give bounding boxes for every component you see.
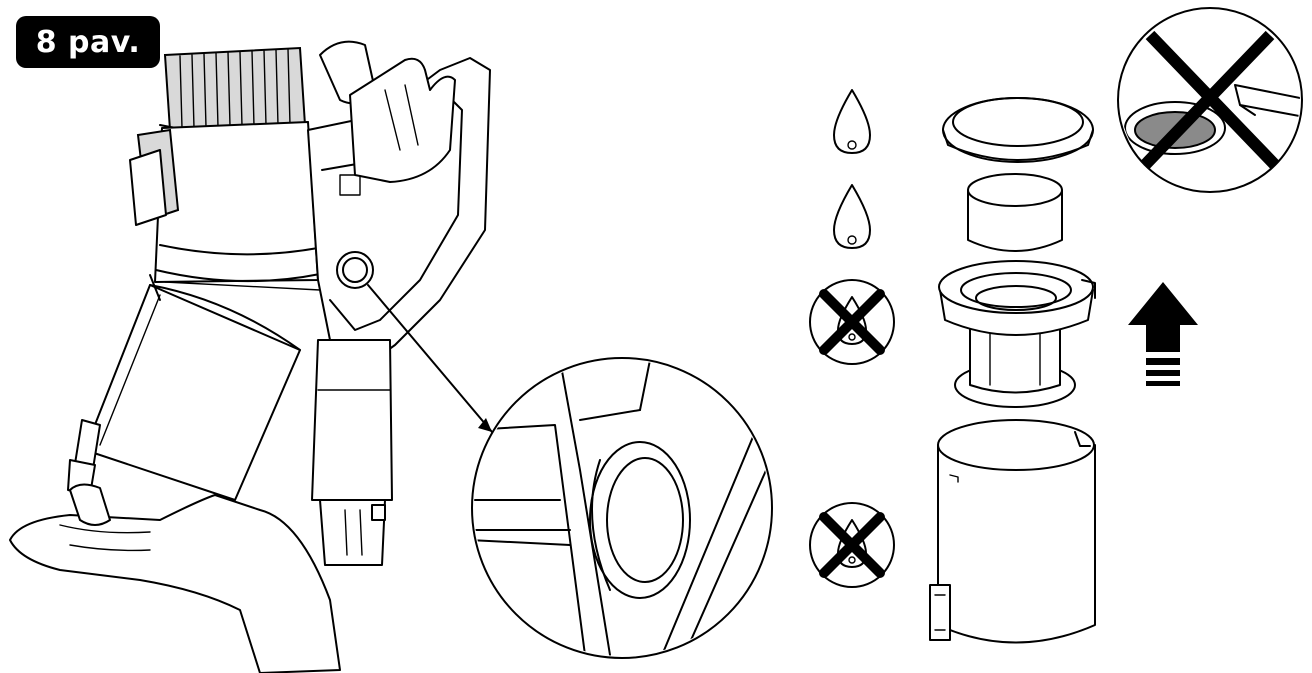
- filter-frame-ring: [942, 97, 1094, 163]
- foam-filter: [967, 173, 1063, 252]
- dust-container: [929, 419, 1096, 644]
- arrow-up-icon: [1128, 282, 1198, 386]
- cyclone-mesh-filter: [938, 260, 1096, 408]
- no-water-icon: [809, 502, 895, 588]
- magnified-detail-circle: [471, 357, 773, 659]
- water-drop-icon: [833, 184, 871, 249]
- figure-label: 8 pav.: [16, 16, 160, 68]
- detail-leader-line: [367, 284, 493, 433]
- crossed-out-detail-icon: [1117, 7, 1303, 193]
- no-water-icon: [809, 279, 895, 365]
- water-drop-icon: [833, 89, 871, 154]
- vacuum-handheld-unit: [9, 40, 491, 673]
